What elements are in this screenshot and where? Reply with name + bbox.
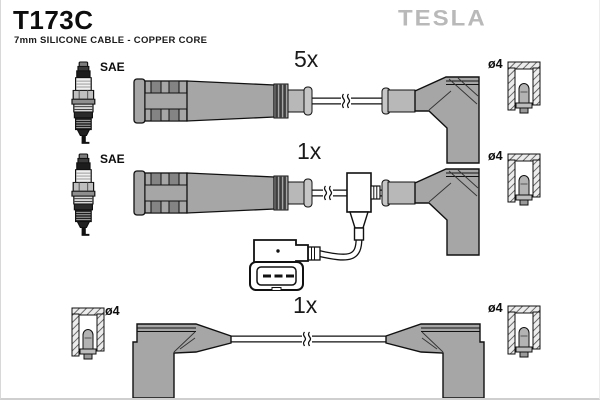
part-number-title: T173C — [13, 5, 94, 35]
terminal-socket-cutaway-icon — [507, 305, 541, 358]
cable-row-1 — [312, 93, 384, 109]
diameter-label-row-3-left: ø4 — [105, 304, 120, 318]
kit-row-1 — [71, 61, 541, 164]
diameter-label-row-1: ø4 — [488, 57, 503, 71]
tesla-logo: TESLA — [398, 6, 487, 31]
branch-cable — [316, 237, 363, 261]
diameter-label-row-2: ø4 — [488, 149, 503, 163]
spark-plug-icon — [71, 153, 96, 237]
sae-label-row-2: SAE — [100, 152, 125, 166]
cable-break-icon — [328, 185, 333, 201]
kit-row-3 — [71, 305, 541, 398]
terminal-socket-cutaway-icon — [507, 61, 541, 114]
quantity-label-row-1: 5x — [294, 46, 319, 72]
cable-row-3 — [229, 331, 388, 347]
angled-plug-boot-icon — [381, 76, 480, 164]
cable-break-icon — [341, 93, 346, 109]
diagnostic-connector-icon — [249, 239, 321, 291]
cable-break-icon — [307, 331, 312, 347]
quantity-label-row-2: 1x — [297, 138, 322, 164]
cable-break-icon — [302, 331, 307, 347]
angled-boot-left-icon — [132, 323, 232, 398]
angled-boot-right-icon — [385, 323, 485, 398]
cable-break-icon — [323, 185, 328, 201]
straight-coil-boot-icon — [133, 78, 313, 124]
terminal-socket-cutaway-icon — [507, 153, 541, 206]
cable-spec-subtitle: 7mm SILICONE CABLE - COPPER CORE — [14, 35, 208, 46]
cable-break-icon — [346, 93, 351, 109]
diameter-label-row-3-right: ø4 — [488, 301, 503, 315]
kit-row-2 — [71, 153, 541, 291]
straight-coil-boot-icon — [133, 170, 313, 216]
angled-plug-boot-icon — [381, 168, 480, 256]
quantity-label-row-3: 1x — [293, 292, 318, 318]
t-junction-icon — [346, 172, 381, 241]
sae-label-row-1: SAE — [100, 60, 125, 74]
spark-plug-icon — [71, 61, 96, 145]
terminal-socket-cutaway-icon — [71, 307, 105, 360]
